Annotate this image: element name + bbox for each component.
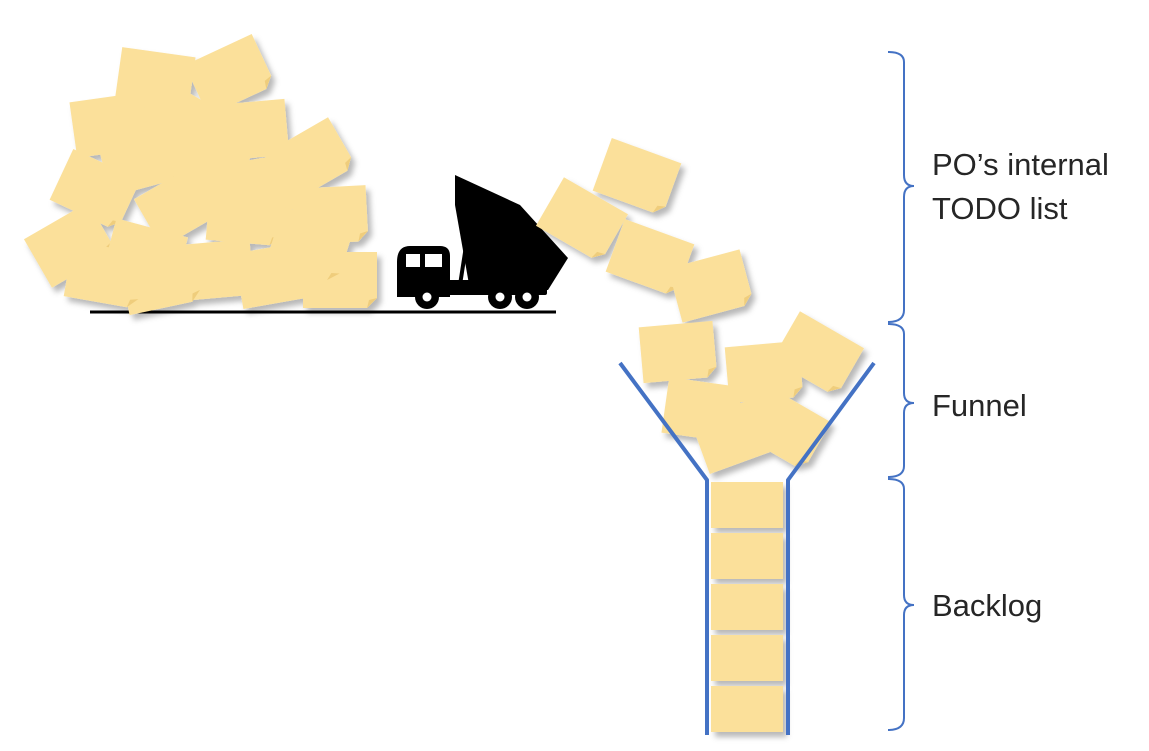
label-backlog: Backlog bbox=[932, 588, 1043, 623]
backlog-item bbox=[711, 635, 783, 681]
brace-todo bbox=[887, 51, 915, 323]
todo-note-pile bbox=[23, 33, 377, 316]
backlog-item bbox=[711, 482, 783, 528]
funnel-outline bbox=[618, 361, 876, 735]
label-po-todo-line1: PO’s internal bbox=[932, 147, 1109, 182]
brace-funnel bbox=[887, 323, 915, 478]
sticky-note bbox=[205, 183, 285, 247]
section-braces bbox=[887, 51, 915, 731]
label-funnel: Funnel bbox=[932, 388, 1027, 423]
backlog-item bbox=[711, 584, 783, 630]
brace-backlog bbox=[887, 478, 915, 731]
funnel-left-wall bbox=[618, 361, 709, 735]
label-po-todo-line2: TODO list bbox=[932, 191, 1068, 226]
dump-truck-icon bbox=[397, 175, 568, 309]
backlog-item bbox=[711, 686, 783, 732]
backlog-stack bbox=[711, 482, 783, 732]
label-po-todo-list: PO’s internal TODO list bbox=[932, 143, 1109, 231]
funnel-notes bbox=[638, 311, 865, 474]
falling-notes bbox=[535, 138, 754, 323]
backlog-item bbox=[711, 533, 783, 579]
funnel-right-wall bbox=[786, 361, 876, 735]
sticky-note bbox=[638, 320, 718, 384]
